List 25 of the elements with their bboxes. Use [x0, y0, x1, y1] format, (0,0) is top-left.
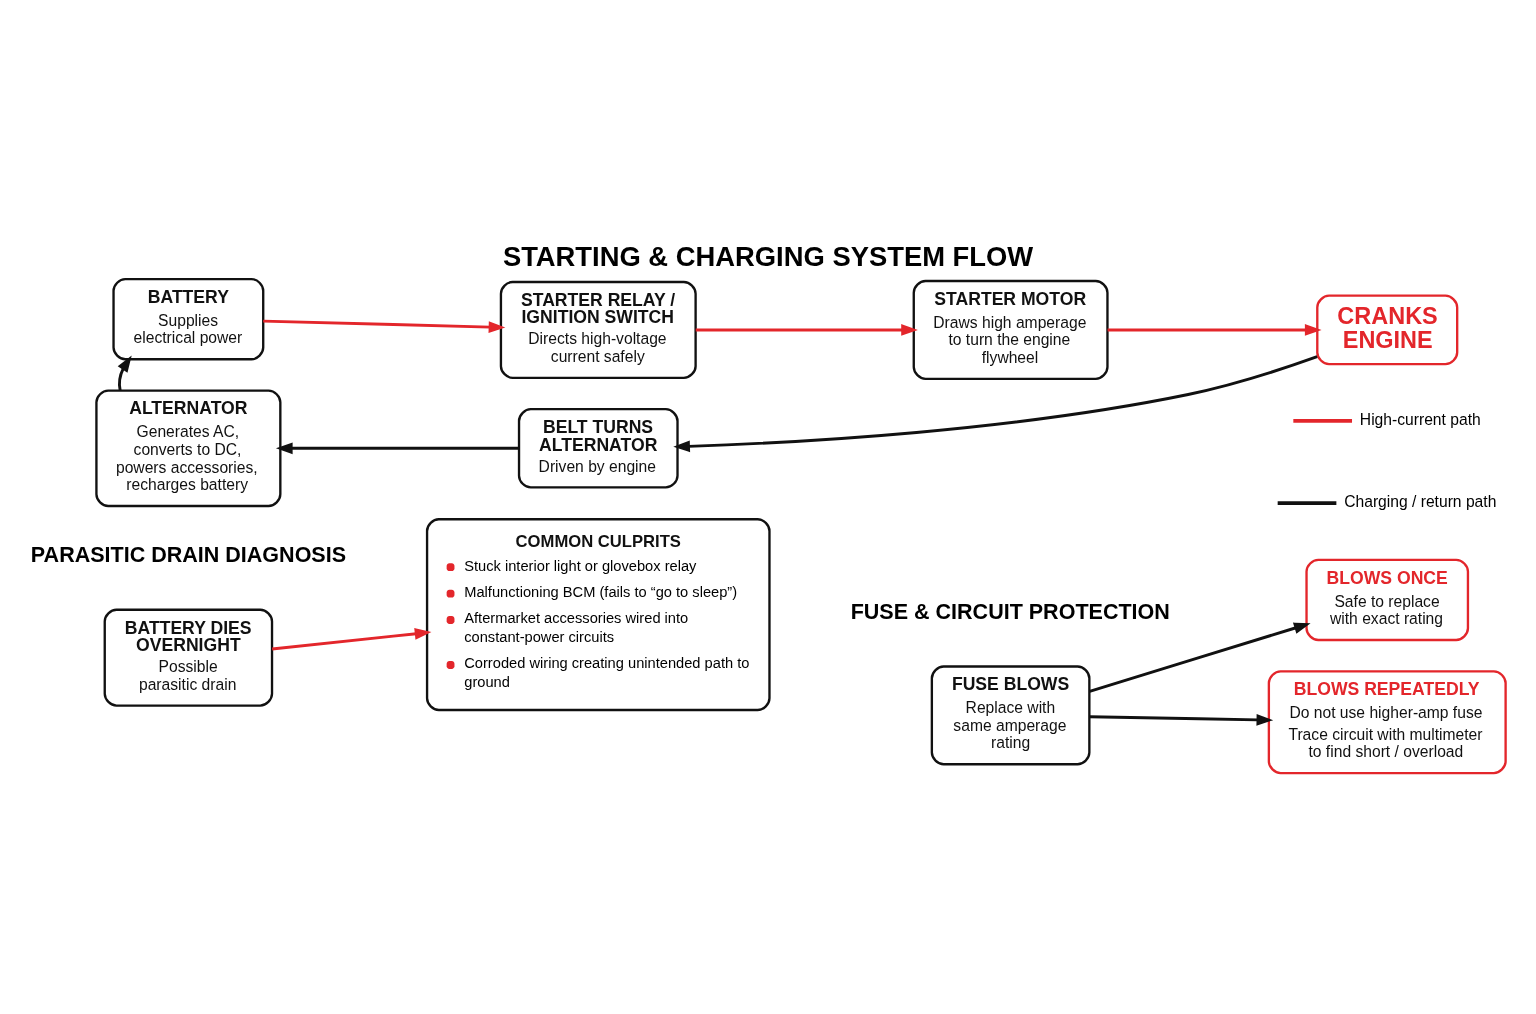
node-box: BLOWS ONCE Safe to replace with exact rating	[1305, 558, 1470, 642]
arrow	[263, 319, 506, 333]
arrow	[1107, 324, 1322, 336]
node-box: STARTER MOTOR Draws high amperage to turn the engine flywheel	[912, 279, 1109, 381]
legend-label: High-current path	[1359, 410, 1481, 428]
node-box: STARTER RELAY / IGNITION SWITCH Directs high-voltage current safely	[499, 280, 697, 380]
arrow	[695, 324, 918, 336]
node-box: BATTERY DIES OVERNIGHT Possible parasitic drain	[103, 608, 274, 707]
label: PARASITIC DRAIN DIAGNOSIS	[30, 543, 347, 568]
label: FUSE & CIRCUIT PROTECTION	[850, 600, 1170, 625]
node-box: CRANKS ENGINE	[1316, 294, 1459, 366]
node-box: BELT TURNS ALTERNATOR Driven by engine	[517, 408, 679, 489]
arrow	[1089, 622, 1311, 693]
arrow	[275, 442, 519, 455]
node-box: BLOWS REPEATEDLY Do not use higher-amp fuse Trace circuit with multimeter to find short / overload	[1267, 670, 1507, 775]
node-box: BATTERY Supplies electrical power	[112, 277, 265, 361]
node-box: ALTERNATOR Generates AC, converts to DC, powers accessories, recharges battery	[95, 389, 282, 508]
diagram-title: STARTING & CHARGING SYSTEM FLOW	[502, 240, 1034, 272]
arrow	[272, 628, 432, 651]
legend-label: Charging / return path	[1344, 492, 1497, 510]
node-box: FUSE BLOWS Replace with same amperage rating	[930, 665, 1091, 766]
arrow	[1089, 714, 1274, 726]
arrow	[673, 355, 1318, 453]
arrow	[117, 355, 132, 391]
node-box: COMMON CULPRITS Stuck interior light or glovebox relay Malfunctioning BCM (fails to “go to sleep”) Aftermarket accessories wired into constant-power circuits Corroded wiring creating unintended path to ground	[425, 518, 771, 712]
